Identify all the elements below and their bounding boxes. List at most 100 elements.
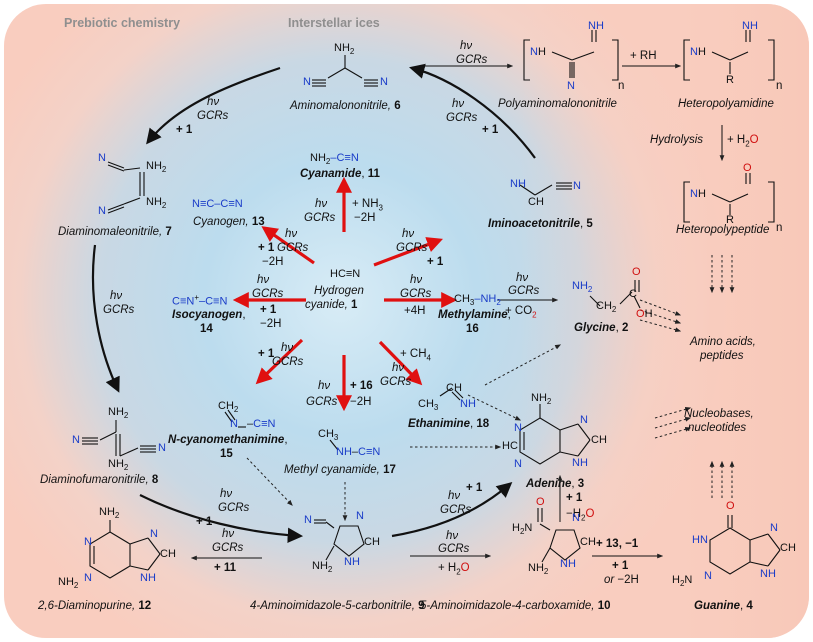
c7-nh2-bot: NH2 — [146, 196, 167, 211]
cond-15-hv: hν — [281, 342, 294, 354]
c11-label: Cyanamide, 11 — [300, 168, 380, 180]
cond-8to9-gcrs: GCRs — [218, 502, 250, 514]
ncmi-cn: –C≡N — [247, 418, 276, 430]
gua-nh: NH — [760, 568, 776, 580]
ncmi-n: N — [230, 418, 238, 430]
eth-ch3: CH3 — [418, 398, 439, 413]
imino-nh: NH — [510, 178, 526, 190]
hpa-nh-top: NH — [742, 20, 758, 32]
c4-label: Guanine, 4 — [694, 600, 753, 612]
cond-9to3-gcrs: GCRs — [440, 504, 472, 516]
cond-11-hv: hν — [315, 198, 328, 210]
cond-rh: + RH — [630, 50, 657, 62]
pamn-nh: NH — [530, 46, 546, 58]
c15-name: N-cyanomethanimine, — [168, 434, 288, 446]
cond-16a-gcrs: GCRs — [396, 242, 428, 254]
c7-label: Diaminomaleonitrile, 7 — [58, 226, 172, 238]
c15-num: 15 — [220, 448, 233, 460]
cond-8-hv: hν — [110, 290, 123, 302]
c5-label: Iminoacetonitrile, 5 — [488, 218, 593, 230]
c12-label: 2,6-Diaminopurine, 12 — [38, 600, 152, 612]
c1-name-line2: cyanide, 1 — [305, 299, 358, 311]
gua-ch: CH — [780, 542, 796, 554]
hpa-name: Heteropolyamidine — [678, 98, 774, 110]
gly-o: O — [632, 266, 641, 278]
gly-oh: OH — [636, 308, 653, 320]
c16-name: Methylamine, — [438, 309, 511, 321]
c9-label: 4-Aminoimidazole-5-carbonitrile, 9 — [250, 600, 425, 612]
c12-ch: CH — [160, 548, 176, 560]
mc-ch3: CH3 — [318, 428, 339, 443]
cond-12-plus11: + 11 — [214, 562, 237, 574]
c13-label: Cyanogen, 13 — [193, 216, 265, 228]
c12-n1: N — [84, 536, 92, 548]
c9-nh2: NH2 — [312, 560, 333, 575]
hpa-n-sub: n — [776, 80, 783, 92]
cond-5-hv: hν — [452, 98, 465, 110]
c14-name: Isocyanogen, — [172, 309, 246, 321]
cond-11-minus2h: −2H — [354, 212, 376, 224]
cond-4-or: or −2H — [604, 574, 639, 586]
c7-nh2-top: NH2 — [146, 160, 167, 175]
ade-n7: N — [580, 414, 588, 426]
pamn-n-sub: n — [618, 80, 625, 92]
cond-18-ch4: + CH4 — [400, 348, 431, 363]
hpp-r: R — [726, 214, 734, 226]
hpp-o: O — [743, 162, 752, 174]
cond-16-gcrs: GCRs — [400, 288, 432, 300]
cond-10-hv: hν — [446, 530, 459, 542]
cond-18-hv: hν — [392, 362, 405, 374]
c8-n-right: N — [158, 442, 166, 454]
c8-nh2-bot: NH2 — [108, 458, 129, 473]
cond-6-hv: hν — [460, 40, 473, 52]
cond-9to3-plus1: + 1 — [466, 482, 483, 494]
c10-ch: CH — [580, 536, 596, 548]
hcn-formula: HC≡N — [330, 268, 361, 280]
header-interstellar: Interstellar ices — [288, 16, 380, 30]
cond-hydro-h2o: + H2O — [727, 134, 759, 149]
imino-n: N — [573, 180, 581, 192]
hpp-name: Heteropolypeptide — [676, 224, 770, 236]
c9-n3: N — [356, 510, 364, 522]
gly-c: C — [629, 288, 637, 300]
gua-hn: HN — [692, 534, 708, 546]
cond-17-minus2h: −2H — [350, 396, 372, 408]
pamn-name: Polyaminomalononitrile — [498, 98, 617, 110]
cond-16-plus4h: +4H — [404, 305, 426, 317]
cond-8to9-plus1: + 1 — [196, 516, 213, 528]
cond-4-plus13: + 13, −1 — [596, 538, 639, 550]
cond-10-h2o: + H2O — [438, 562, 470, 577]
ade-n3: N — [514, 458, 522, 470]
ade-nh9: NH — [572, 457, 588, 469]
cond-17-hv: hν — [318, 380, 331, 392]
mc-nh-cn: NH–C≡N — [336, 446, 381, 458]
cond-16a-plus1: + 1 — [427, 256, 444, 268]
c12-n3: N — [84, 572, 92, 584]
c6-n-right: N — [380, 76, 388, 88]
c18-label: Ethanimine, 18 — [408, 418, 490, 430]
cond-5-gcrs: GCRs — [446, 112, 478, 124]
c12-n7: N — [150, 528, 158, 540]
cond-7-gcrs: GCRs — [197, 110, 229, 122]
cond-3-minus-h2o: −H2O — [566, 508, 595, 523]
c12-nh2-b: NH2 — [58, 576, 79, 591]
hpa-nh: NH — [690, 46, 706, 58]
c7-n-bot: N — [98, 205, 106, 217]
cond-14-hv: hν — [257, 274, 270, 286]
cond-9to3-hv: hν — [448, 490, 461, 502]
gly-nh2: NH2 — [572, 280, 593, 295]
cond-15-plus1: + 1 — [258, 348, 275, 360]
c14-formula: C≡N+–C≡N — [172, 293, 228, 308]
c9-n: N — [304, 514, 312, 526]
cond-13-minus2h: −2H — [262, 256, 284, 268]
outcome-aa: Amino acids, — [690, 336, 756, 348]
red-arrows — [232, 176, 458, 412]
c8-nh2-top: NH2 — [108, 406, 129, 421]
pamn-nh-top: NH — [588, 20, 604, 32]
arrow-6-to-7 — [146, 66, 281, 145]
cond-13-hv: hν — [285, 228, 298, 240]
c13-formula: N≡C–C≡N — [192, 198, 243, 210]
cond-15-gcrs: GCRs — [272, 356, 304, 368]
c12-nh9: NH — [140, 572, 156, 584]
